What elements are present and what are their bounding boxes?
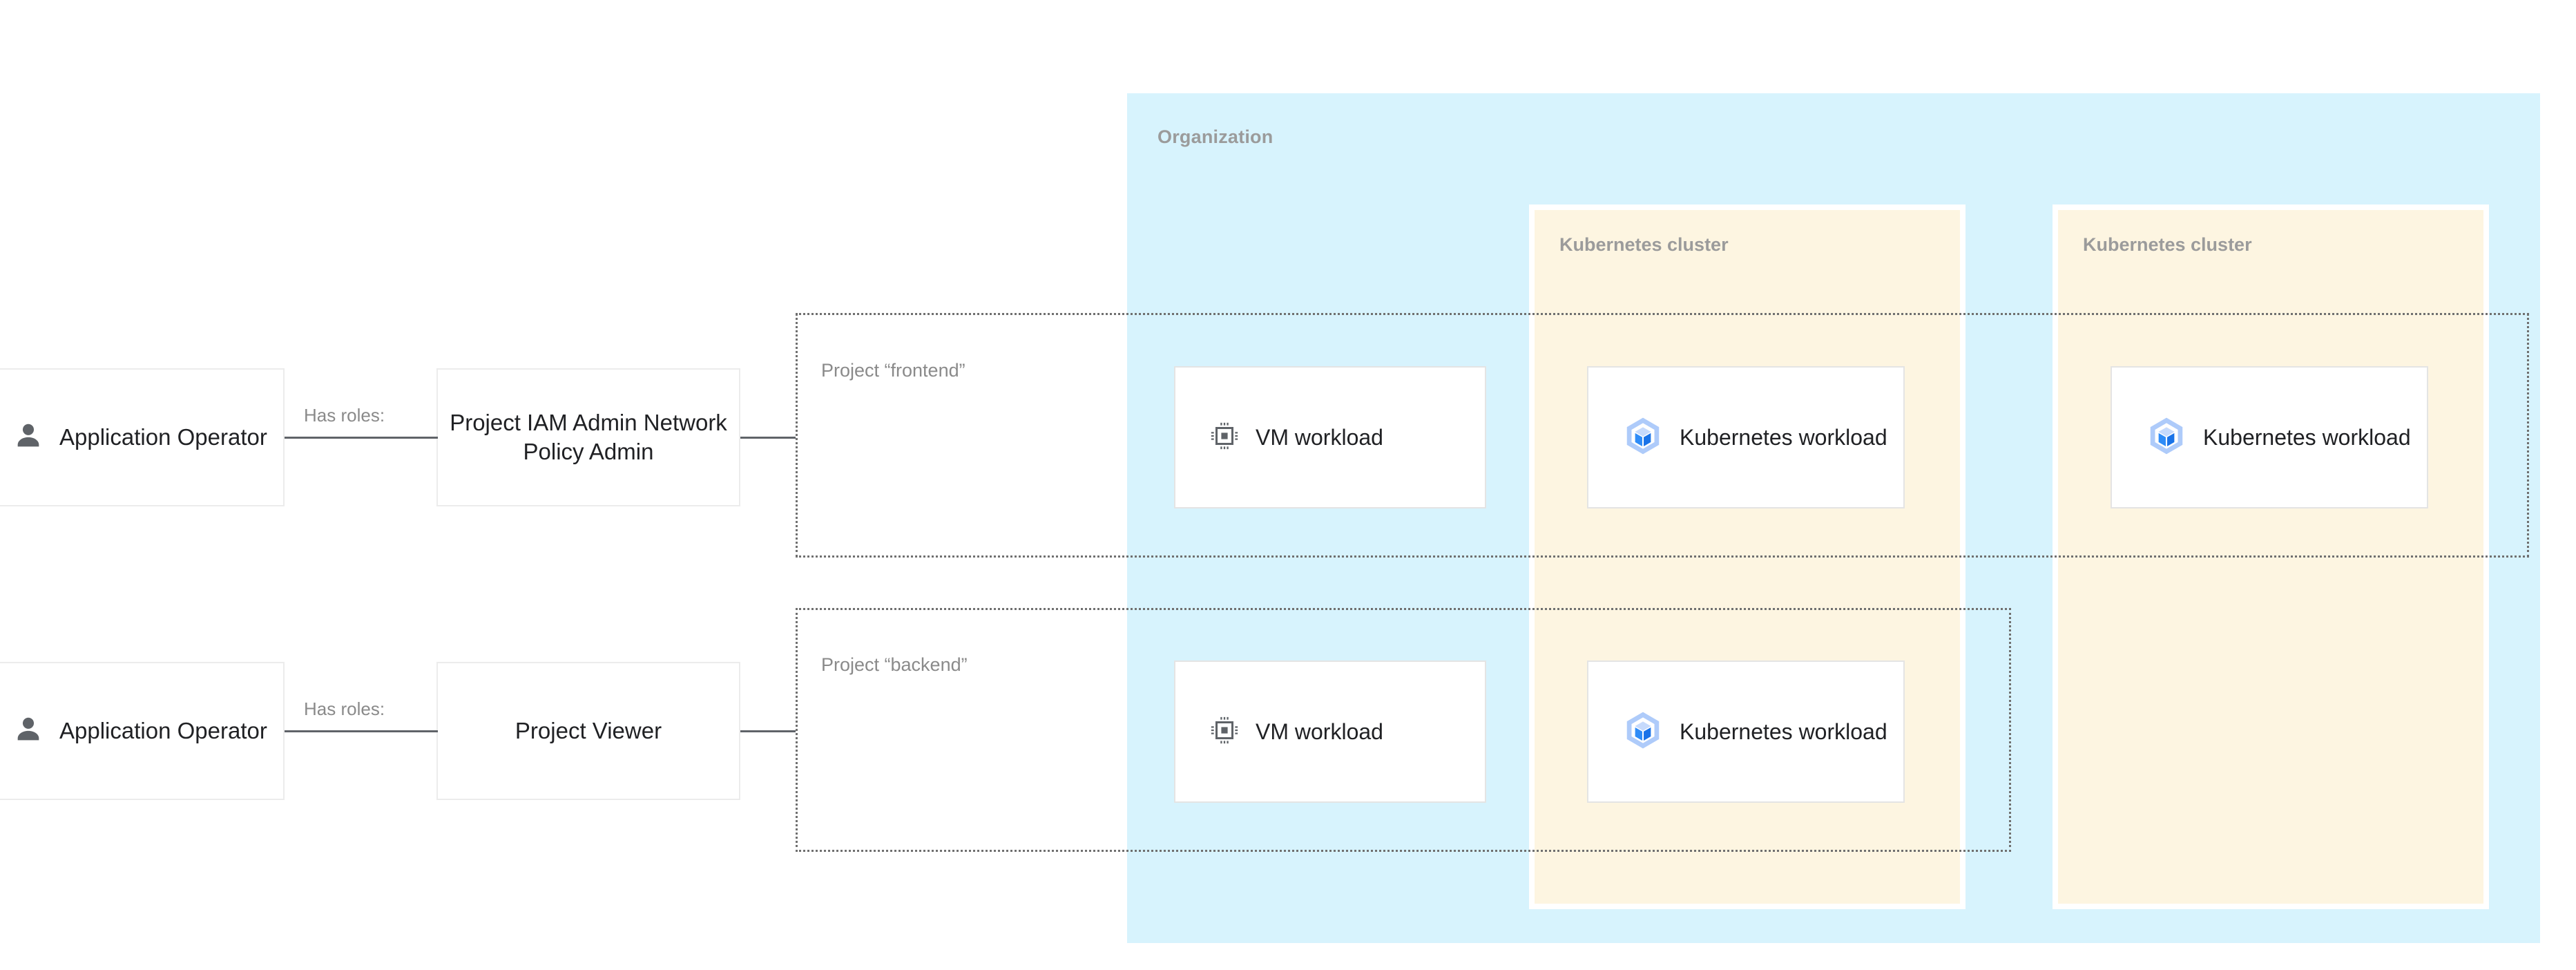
actor-card-application-operator-2[interactable]: Application Operator <box>0 662 285 800</box>
kubernetes-workload-card-backend-cluster1[interactable]: Kubernetes workload <box>1587 660 1905 803</box>
cpu-chip-icon <box>1209 714 1240 750</box>
kubernetes-cube-icon <box>2145 415 2188 461</box>
actor-label: Application Operator <box>59 424 267 450</box>
role-label: Project Viewer <box>515 718 662 744</box>
kubernetes-cube-icon <box>1622 709 1664 755</box>
kubernetes-workload-card-frontend-cluster2[interactable]: Kubernetes workload <box>2111 366 2428 508</box>
cpu-chip-icon <box>1209 420 1240 455</box>
actor-card-application-operator-1[interactable]: Application Operator <box>0 368 285 506</box>
connector-actor-to-role-2 <box>285 730 438 732</box>
person-icon <box>12 714 44 749</box>
connector-actor-to-role-1 <box>285 437 438 439</box>
vm-workload-card-frontend[interactable]: VM workload <box>1174 366 1486 508</box>
kubernetes-cluster-2-label: Kubernetes cluster <box>2083 234 2252 255</box>
kubernetes-cluster-1-label: Kubernetes cluster <box>1559 234 1729 255</box>
project-frontend-boundary <box>796 313 2529 558</box>
project-frontend-label: Project “frontend” <box>821 360 965 381</box>
kubernetes-cube-icon <box>1622 415 1664 461</box>
vm-workload-label: VM workload <box>1256 719 1383 744</box>
role-card-project-viewer[interactable]: Project Viewer <box>436 662 740 800</box>
vm-workload-label: VM workload <box>1256 424 1383 450</box>
kubernetes-workload-label: Kubernetes workload <box>2203 424 2411 450</box>
edge-label-has-roles-1: Has roles: <box>304 405 385 426</box>
role-card-project-iam-admin[interactable]: Project IAM Admin Network Policy Admin <box>436 368 740 506</box>
connector-role-to-project-backend <box>740 730 796 732</box>
person-icon <box>12 420 44 455</box>
kubernetes-workload-label: Kubernetes workload <box>1680 719 1887 744</box>
connector-role-to-project-frontend <box>740 437 796 439</box>
actor-label: Application Operator <box>59 718 267 744</box>
project-backend-boundary <box>796 608 2011 852</box>
edge-label-has-roles-2: Has roles: <box>304 698 385 719</box>
role-label: Project IAM Admin Network Policy Admin <box>450 410 727 464</box>
organization-label: Organization <box>1157 126 1273 147</box>
kubernetes-workload-card-frontend-cluster1[interactable]: Kubernetes workload <box>1587 366 1905 508</box>
project-backend-label: Project “backend” <box>821 654 968 675</box>
vm-workload-card-backend[interactable]: VM workload <box>1174 660 1486 803</box>
kubernetes-workload-label: Kubernetes workload <box>1680 424 1887 450</box>
